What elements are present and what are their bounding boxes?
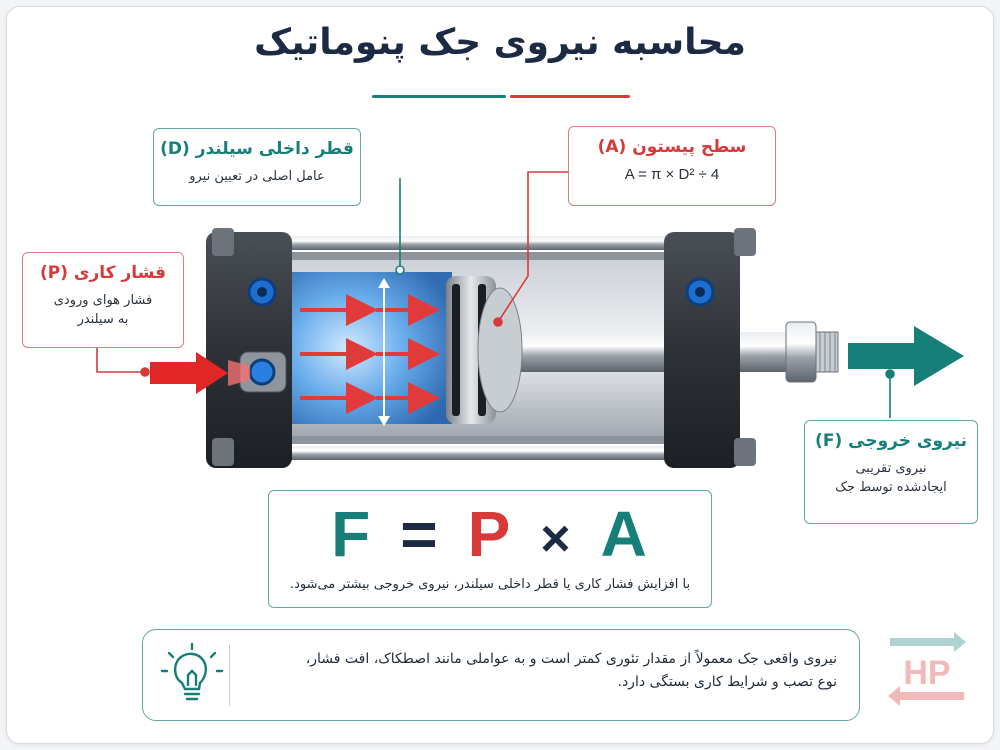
- output-arrow-icon: [848, 326, 964, 386]
- force-heading: نیروی خروجی (F): [815, 431, 967, 451]
- logo-text: HP: [903, 654, 950, 692]
- pressure-heading: قشار کاری (P): [39, 263, 167, 283]
- diameter-heading: قطر داخلی سیلندر (D): [160, 139, 354, 159]
- area-heading: سطح پیستون (A): [597, 137, 747, 157]
- rod-nut: [785, 321, 817, 383]
- tie-rod-top: [222, 236, 742, 250]
- tip-separator: [229, 644, 230, 706]
- tie-rod-bottom: [222, 446, 742, 460]
- hp-logo: HP: [884, 628, 970, 714]
- area-formula: A = π × D² ÷ 4: [624, 166, 720, 183]
- title-underline-red: [510, 95, 630, 98]
- tip-text: نیروی واقعی جک معمولاً از مقدار تئوری کم…: [277, 648, 837, 694]
- formula-times: ×: [540, 510, 573, 568]
- diameter-body: عامل اصلی در تعیین نیرو: [189, 169, 325, 184]
- force-line-1: نیروی تقریبی: [855, 461, 927, 476]
- force-callout: نیروی خروجی (F) نیروی تقریبی ایجادشده تو…: [804, 420, 978, 524]
- lightbulb-icon: [160, 642, 224, 701]
- force-arrow-icon: [300, 294, 440, 414]
- pressure-line-2: به سیلندر: [77, 312, 129, 327]
- tip-box: نیروی واقعی جک معمولاً از مقدار تئوری کم…: [142, 629, 860, 721]
- end-cap-right: [664, 232, 740, 468]
- tip-line-1: نیروی واقعی جک معمولاً از مقدار تئوری کم…: [305, 651, 837, 667]
- force-line-2: ایجادشده توسط جک: [835, 480, 947, 495]
- tip-line-2: نوع تصب و شرایط کاری بستگی دارد.: [617, 674, 838, 690]
- formula-note: با افزایش فشار کاری یا قطر داخلی سیلندر،…: [289, 577, 691, 592]
- leader-pressure: [96, 346, 145, 373]
- piston-rod: [470, 332, 800, 372]
- diameter-callout: قطر داخلی سیلندر (D) عامل اصلی در تعیین …: [153, 128, 361, 206]
- input-air-arrow-icon: [150, 352, 250, 394]
- force-body: نیروی تقریبی ایجادشده توسط جک: [805, 459, 977, 497]
- main-formula: F = P × A: [269, 497, 711, 571]
- page-title: محاسبه نیروی جک پنوماتیک: [254, 22, 746, 63]
- end-cap-left: [206, 232, 292, 468]
- title-underline-teal: [372, 95, 506, 98]
- formula-f: F: [331, 498, 373, 570]
- leader-area: [497, 171, 568, 323]
- pressure-callout: قشار کاری (P) فشار هوای ورودی به سیلندر: [22, 252, 184, 348]
- formula-p: P: [467, 498, 513, 570]
- formula-a: A: [600, 498, 649, 570]
- air-chamber: [292, 272, 452, 424]
- pressure-line-1: فشار هوای ورودی: [53, 293, 153, 308]
- area-callout: سطح پیستون (A) A = π × D² ÷ 4: [568, 126, 776, 206]
- formula-equals: =: [400, 498, 440, 570]
- pressure-body: فشار هوای ورودی به سیلندر: [23, 291, 183, 329]
- main-formula-box: F = P × A با افزایش فشار کاری یا قطر داخلی س…: [268, 490, 712, 608]
